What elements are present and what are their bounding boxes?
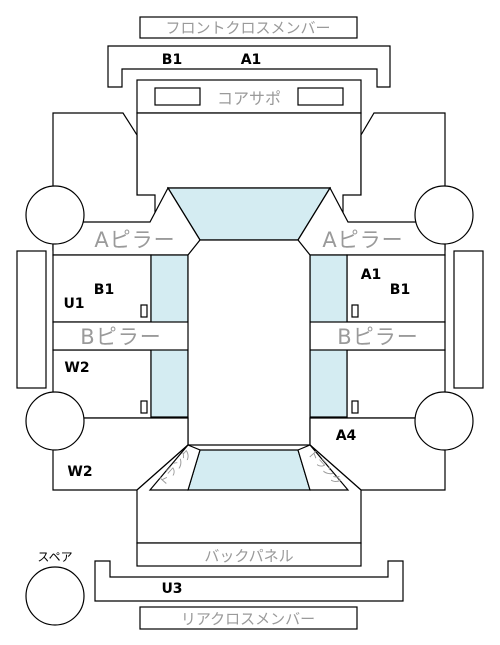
roof-panel bbox=[187, 239, 311, 451]
right-rear-door-handle bbox=[351, 400, 359, 414]
back-panel-label: バックパネル bbox=[204, 547, 293, 565]
right-front-door-handle bbox=[351, 304, 359, 318]
wheel-front-left bbox=[25, 185, 85, 245]
core-support-left-slot bbox=[154, 87, 201, 106]
wheel-rear-right bbox=[414, 391, 474, 451]
rear-member-code-u3: U3 bbox=[161, 581, 182, 597]
left-rear-door-code-w2: W2 bbox=[64, 360, 89, 376]
trunk-right-strip bbox=[297, 444, 350, 491]
b-pillar-right-label: Bピラー bbox=[337, 325, 418, 349]
back-panel-box bbox=[136, 542, 362, 567]
rear-bracket bbox=[94, 560, 404, 602]
right-front-door-code-b1: B1 bbox=[390, 282, 410, 298]
b-pillar-left-label: Bピラー bbox=[80, 325, 161, 349]
front-member-code-a1: A1 bbox=[241, 52, 262, 68]
b-pillar-right-panel bbox=[309, 321, 446, 351]
rear-cross-member-label: リアクロスメンバー bbox=[181, 610, 315, 628]
right-rear-fender-code-a4: A4 bbox=[336, 428, 357, 444]
spare-tire bbox=[25, 566, 85, 626]
spare-label: スペア bbox=[37, 550, 72, 564]
left-rear-fender-code-w2: W2 bbox=[67, 464, 92, 480]
b-pillar-left-panel bbox=[52, 321, 190, 351]
left-front-door-handle bbox=[140, 304, 148, 318]
rear-cross-member-box bbox=[139, 606, 358, 630]
left-rear-door-handle bbox=[140, 400, 148, 414]
wheel-rear-left bbox=[25, 391, 85, 451]
left-front-door-code-u1: U1 bbox=[63, 296, 84, 312]
left-front-door-code-b1: B1 bbox=[94, 282, 114, 298]
a-pillar-left-label: Aピラー bbox=[94, 228, 175, 252]
left-side-step bbox=[16, 250, 47, 389]
a-pillar-right-label: Aピラー bbox=[322, 228, 403, 252]
trunk-left-strip bbox=[148, 444, 201, 491]
core-support-label: コアサポ bbox=[217, 89, 281, 108]
core-support-right-slot bbox=[297, 87, 344, 106]
front-bracket bbox=[107, 45, 391, 88]
front-cross-member-label: フロントクロスメンバー bbox=[165, 19, 330, 37]
left-front-door bbox=[52, 254, 152, 323]
rear-window bbox=[187, 449, 311, 491]
front-member-code-b1: B1 bbox=[162, 52, 182, 68]
wheel-front-right bbox=[414, 185, 474, 245]
right-front-door bbox=[346, 254, 446, 323]
right-side-step bbox=[453, 250, 484, 389]
front-cross-member-box bbox=[139, 16, 358, 39]
right-front-door-code-a1: A1 bbox=[361, 267, 382, 283]
